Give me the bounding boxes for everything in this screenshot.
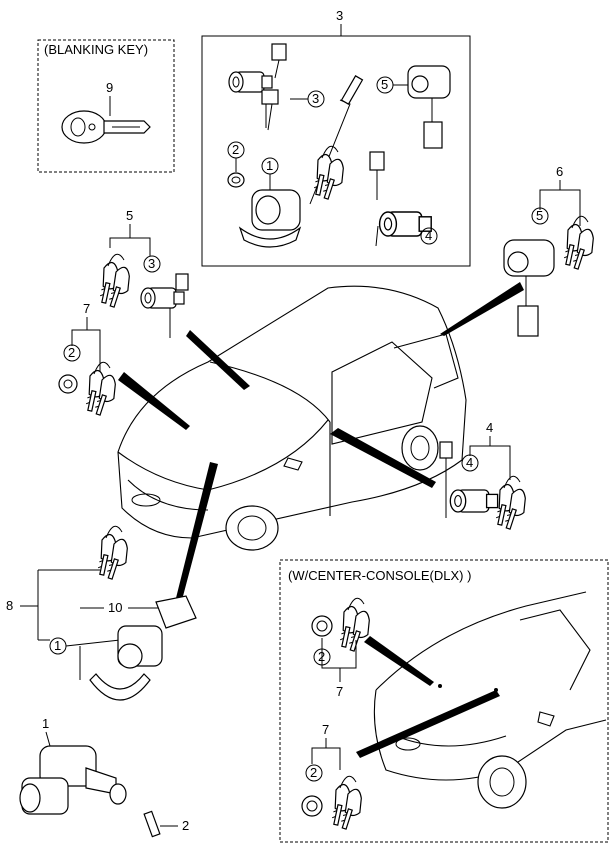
callout-6: 6 — [556, 164, 563, 179]
callout-5-left: 5 — [126, 208, 133, 223]
key-reminder-switch-icon — [155, 595, 197, 629]
door-keys-left-icon — [97, 254, 134, 309]
steering-lock-switch-right-icon — [503, 239, 555, 337]
console-lock-group-bottom: 7 2 — [301, 722, 366, 832]
console-minivan-illustration — [373, 591, 607, 809]
center-console-title: (W/CENTER-CONSOLE(DLX) ) — [288, 568, 471, 583]
ignition-switch-group: 8 10 1 — [6, 526, 197, 701]
blanking-key-title: (BLANKING KEY) — [44, 42, 148, 57]
callout-2-console-top: 2 — [318, 649, 325, 664]
trunk-lock-group-left: 7 2 — [58, 301, 120, 418]
ignition-switch-icon — [89, 625, 163, 701]
callout-3-box: 3 — [312, 91, 319, 106]
blanking-key-box: (BLANKING KEY) 9 — [37, 39, 175, 173]
door-lock-cylinder-icon — [369, 151, 432, 247]
callout-7-console-bottom: 7 — [322, 722, 329, 737]
lock-housing-icon — [19, 745, 127, 815]
bolt-icon — [143, 810, 161, 838]
callout-8: 8 — [6, 598, 13, 613]
door-lock-group-right: 4 4 — [439, 420, 530, 532]
callout-1-bottom: 1 — [42, 716, 49, 731]
callout-2-console-bottom: 2 — [310, 765, 317, 780]
ignition-keys-icon — [309, 75, 364, 205]
location-pointers — [118, 282, 524, 758]
callout-7-console-top: 7 — [336, 684, 343, 699]
callout-5-box: 5 — [381, 77, 388, 92]
lock-nut-icon — [227, 172, 245, 188]
console-lock-group-top: 2 7 — [311, 598, 374, 699]
callout-10: 10 — [108, 600, 122, 615]
callout-5-right: 5 — [536, 208, 543, 223]
callout-4-box: 4 — [425, 228, 432, 243]
steering-lock-group-right: 6 5 — [503, 164, 598, 337]
callout-7-left: 7 — [83, 301, 90, 316]
door-lock-cylinder-right-icon — [439, 441, 499, 518]
callout-3-left: 3 — [148, 256, 155, 271]
blanking-key-icon — [61, 110, 151, 144]
ignition-switch-body-icon — [238, 189, 302, 248]
callout-2-bottom: 2 — [182, 818, 189, 833]
lock-cylinder-with-switch-icon — [228, 43, 287, 131]
steering-lock-switch-icon — [407, 65, 451, 149]
door-lock-cylinder-left-icon — [140, 273, 189, 338]
steering-column-lock-assembly: 1 2 — [19, 716, 189, 838]
callout-1-box: 1 — [266, 158, 273, 173]
callout-9: 9 — [106, 80, 113, 95]
door-lock-group-left: 5 3 — [97, 208, 189, 338]
callout-4-right: 4 — [486, 420, 493, 435]
callout-2-box: 2 — [232, 142, 239, 157]
center-console-box: (W/CENTER-CONSOLE(DLX) ) 2 7 7 2 — [279, 559, 609, 843]
callout-3-top: 3 — [336, 8, 343, 23]
callout-1-inner: 1 — [54, 638, 61, 653]
callout-4-right-inner: 4 — [466, 455, 473, 470]
ignition-assembly-box: 3 3 5 2 — [201, 8, 471, 267]
lock-nut-left-icon — [58, 374, 78, 394]
callout-2-left: 2 — [68, 345, 75, 360]
